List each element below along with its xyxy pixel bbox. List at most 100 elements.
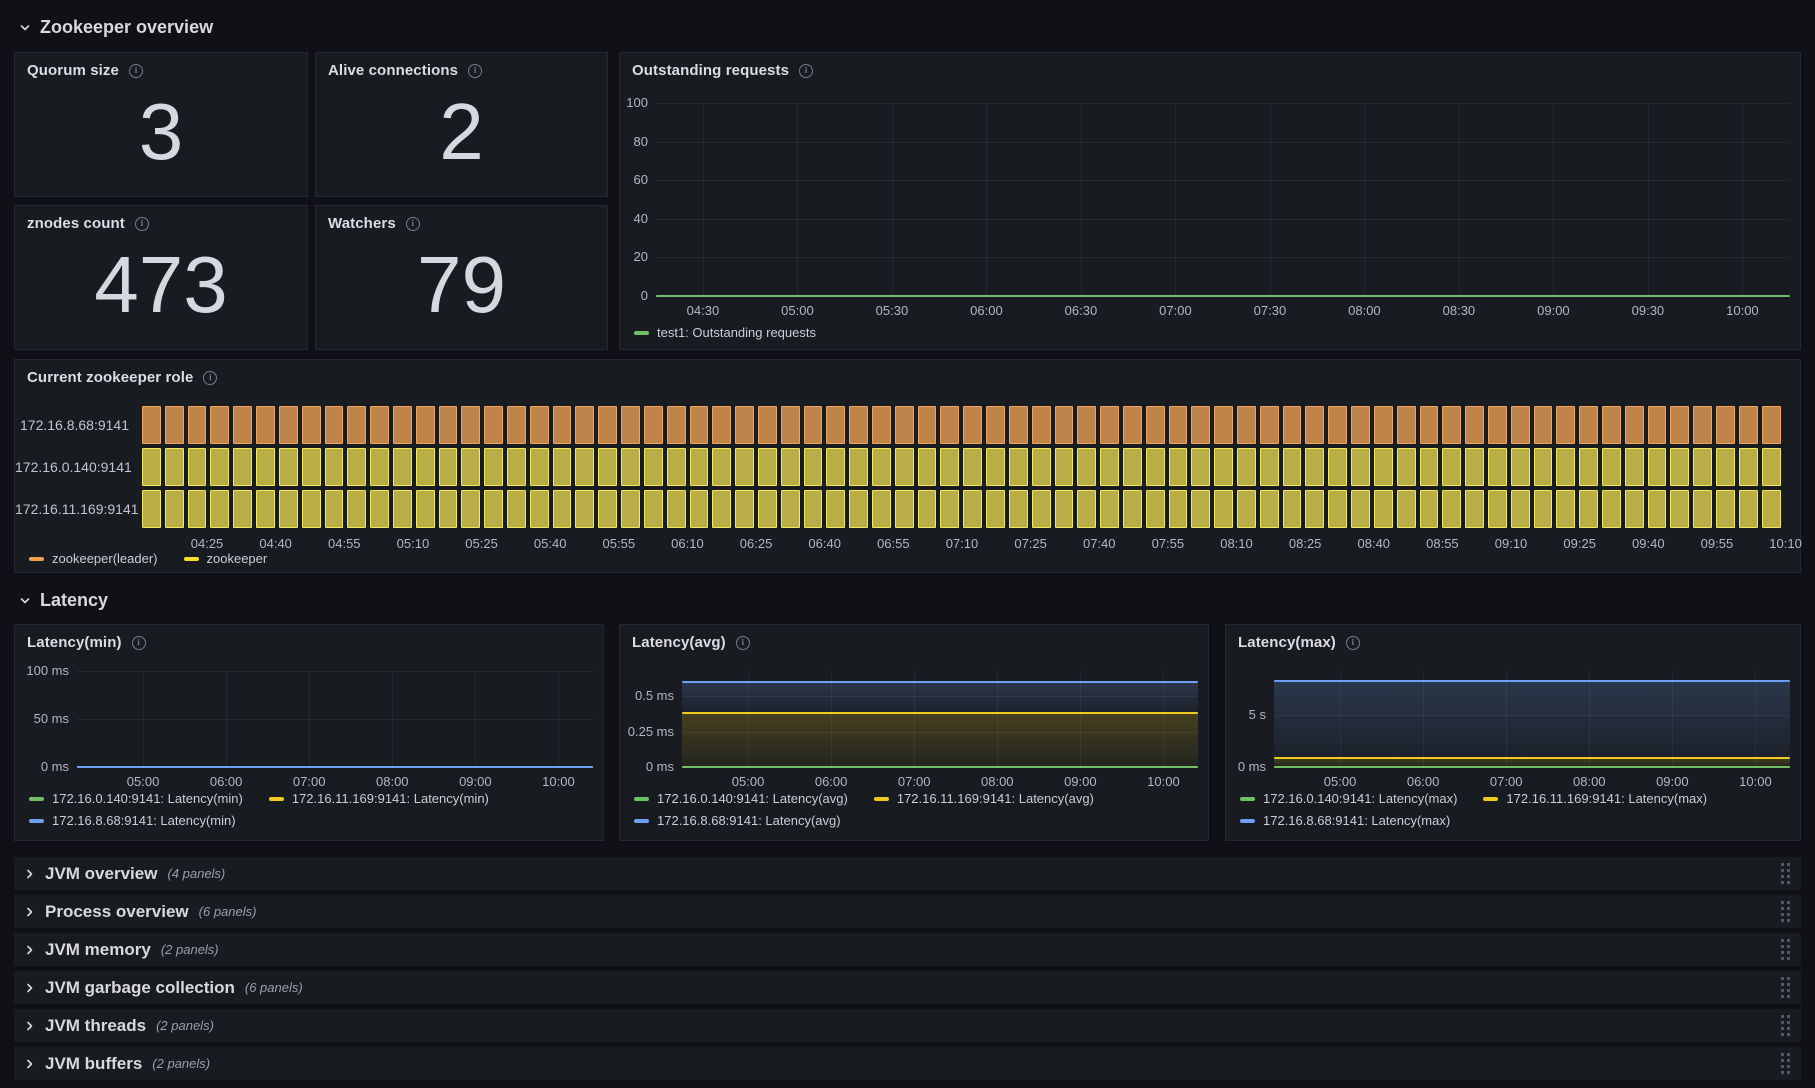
timeline-segment <box>689 406 709 444</box>
collapsed-section-row[interactable]: JVM memory(2 panels) <box>14 933 1801 966</box>
timeline-segment <box>1168 406 1188 444</box>
legend-series-label: 172.16.8.68:9141: Latency(avg) <box>657 813 841 828</box>
info-icon[interactable] <box>128 63 143 78</box>
x-tick-label: 07:00 <box>1159 303 1192 318</box>
series-line <box>656 295 1790 297</box>
x-tick-label: 05:00 <box>731 774 765 789</box>
collapsed-section-row[interactable]: JVM threads(2 panels) <box>14 1009 1801 1042</box>
info-icon[interactable] <box>799 63 814 78</box>
panel-current-zookeeper-role: Current zookeeper role 172.16.8.68:91411… <box>14 359 1802 573</box>
timeline-row <box>142 448 1781 486</box>
timeline-segment <box>757 490 777 528</box>
legend-item[interactable]: test1: Outstanding requests <box>634 325 816 340</box>
gridline-vertical <box>914 671 916 767</box>
panel-title[interactable]: Alive connections <box>328 62 459 79</box>
series-line <box>1274 680 1790 683</box>
panel-title[interactable]: Latency(avg) <box>632 634 726 651</box>
timeline-segment <box>324 490 344 528</box>
timeline-segment <box>484 448 503 486</box>
info-icon[interactable] <box>468 63 483 78</box>
legend-item[interactable]: 172.16.0.140:9141: Latency(min) <box>29 791 243 806</box>
legend-series-label: zookeeper(leader) <box>52 551 158 566</box>
chevron-down-icon <box>18 594 32 608</box>
timeline-segment <box>1077 406 1097 444</box>
drag-handle-icon[interactable] <box>1781 1014 1791 1037</box>
panel-title[interactable]: Watchers <box>328 215 396 232</box>
info-icon[interactable] <box>1345 635 1360 650</box>
legend-series-marker <box>634 818 649 823</box>
timeline-segment <box>1031 406 1051 444</box>
timeline-segment <box>507 490 526 528</box>
panel-watchers: Watchers 79 <box>315 205 608 350</box>
legend-item[interactable]: zookeeper(leader) <box>29 551 158 566</box>
panel-title[interactable]: Latency(min) <box>27 634 122 651</box>
timeline-segment <box>1191 490 1211 528</box>
timeline-segment <box>712 448 732 486</box>
legend-item[interactable]: 172.16.11.169:9141: Latency(min) <box>268 791 489 806</box>
info-icon[interactable] <box>735 635 750 650</box>
info-icon[interactable] <box>405 216 420 231</box>
legend-item[interactable]: 172.16.8.68:9141: Latency(avg) <box>634 813 841 828</box>
timeline-segment <box>142 448 161 486</box>
timeline-segment <box>1487 448 1507 486</box>
section-header-latency[interactable]: Latency <box>18 590 108 611</box>
timeline-segment <box>643 406 663 444</box>
timeline-segment <box>917 490 937 528</box>
collapsed-section-row[interactable]: JVM garbage collection(6 panels) <box>14 971 1801 1004</box>
y-tick-label: 0.5 ms <box>634 688 674 704</box>
series-line <box>1274 766 1790 768</box>
legend-item[interactable]: 172.16.11.169:9141: Latency(max) <box>1483 791 1707 806</box>
timeline-segment <box>1214 406 1233 444</box>
collapsed-section-row[interactable]: JVM overview(4 panels) <box>14 857 1801 890</box>
x-tick-label: 07:25 <box>1014 536 1047 551</box>
panel-title[interactable]: Outstanding requests <box>632 62 790 79</box>
timeline-segment <box>210 448 230 486</box>
timeline-segment <box>1556 448 1576 486</box>
collapsed-section-row[interactable]: JVM buffers(2 panels) <box>14 1047 1801 1080</box>
x-tick-label: 07:40 <box>1082 536 1116 551</box>
panel-title[interactable]: Quorum size <box>27 62 119 79</box>
gridline-vertical <box>1269 103 1271 296</box>
x-tick-label: 05:30 <box>875 303 909 318</box>
y-tick-label: 0 ms <box>40 759 69 774</box>
collapsed-section-row[interactable]: Process overview(6 panels) <box>14 895 1801 928</box>
timeline-segment <box>575 406 595 444</box>
legend-item[interactable]: 172.16.8.68:9141: Latency(max) <box>1240 813 1450 828</box>
drag-handle-icon[interactable] <box>1781 862 1791 885</box>
drag-handle-icon[interactable] <box>1781 1052 1791 1075</box>
x-tick-label: 09:40 <box>1632 536 1665 551</box>
stat-value: 2 <box>439 86 484 176</box>
timeline-segment <box>1442 448 1462 486</box>
timeline-segment <box>872 490 891 528</box>
drag-handle-icon[interactable] <box>1781 938 1791 961</box>
panel-title[interactable]: Current zookeeper role <box>27 369 194 386</box>
panel-title[interactable]: Latency(max) <box>1238 634 1336 651</box>
section-header-zookeeper-overview[interactable]: Zookeeper overview <box>18 17 213 38</box>
info-icon[interactable] <box>131 635 146 650</box>
gridline-vertical <box>143 671 145 767</box>
timeline-segment <box>210 406 230 444</box>
timeline-segment <box>575 448 595 486</box>
timeline-segment <box>849 406 868 444</box>
info-icon[interactable] <box>203 370 218 385</box>
timeline-segment <box>986 490 1005 528</box>
legend-item[interactable]: 172.16.8.68:9141: Latency(min) <box>29 813 236 828</box>
drag-handle-icon[interactable] <box>1781 900 1791 923</box>
panel-title[interactable]: znodes count <box>27 215 125 232</box>
legend-item[interactable]: zookeeper <box>183 551 267 566</box>
x-tick-label: 10:00 <box>1726 303 1759 318</box>
legend-item[interactable]: 172.16.11.169:9141: Latency(avg) <box>873 791 1094 806</box>
timeline-segment <box>1237 406 1256 444</box>
timeline-segment <box>689 490 709 528</box>
timeline-segment <box>1738 448 1758 486</box>
drag-handle-icon[interactable] <box>1781 976 1791 999</box>
timeline-segment <box>963 448 983 486</box>
timeline-segment <box>666 448 686 486</box>
info-icon[interactable] <box>134 216 149 231</box>
legend-item[interactable]: 172.16.0.140:9141: Latency(avg) <box>634 791 848 806</box>
legend-series-marker <box>29 818 44 823</box>
legend-item[interactable]: 172.16.0.140:9141: Latency(max) <box>1240 791 1457 806</box>
